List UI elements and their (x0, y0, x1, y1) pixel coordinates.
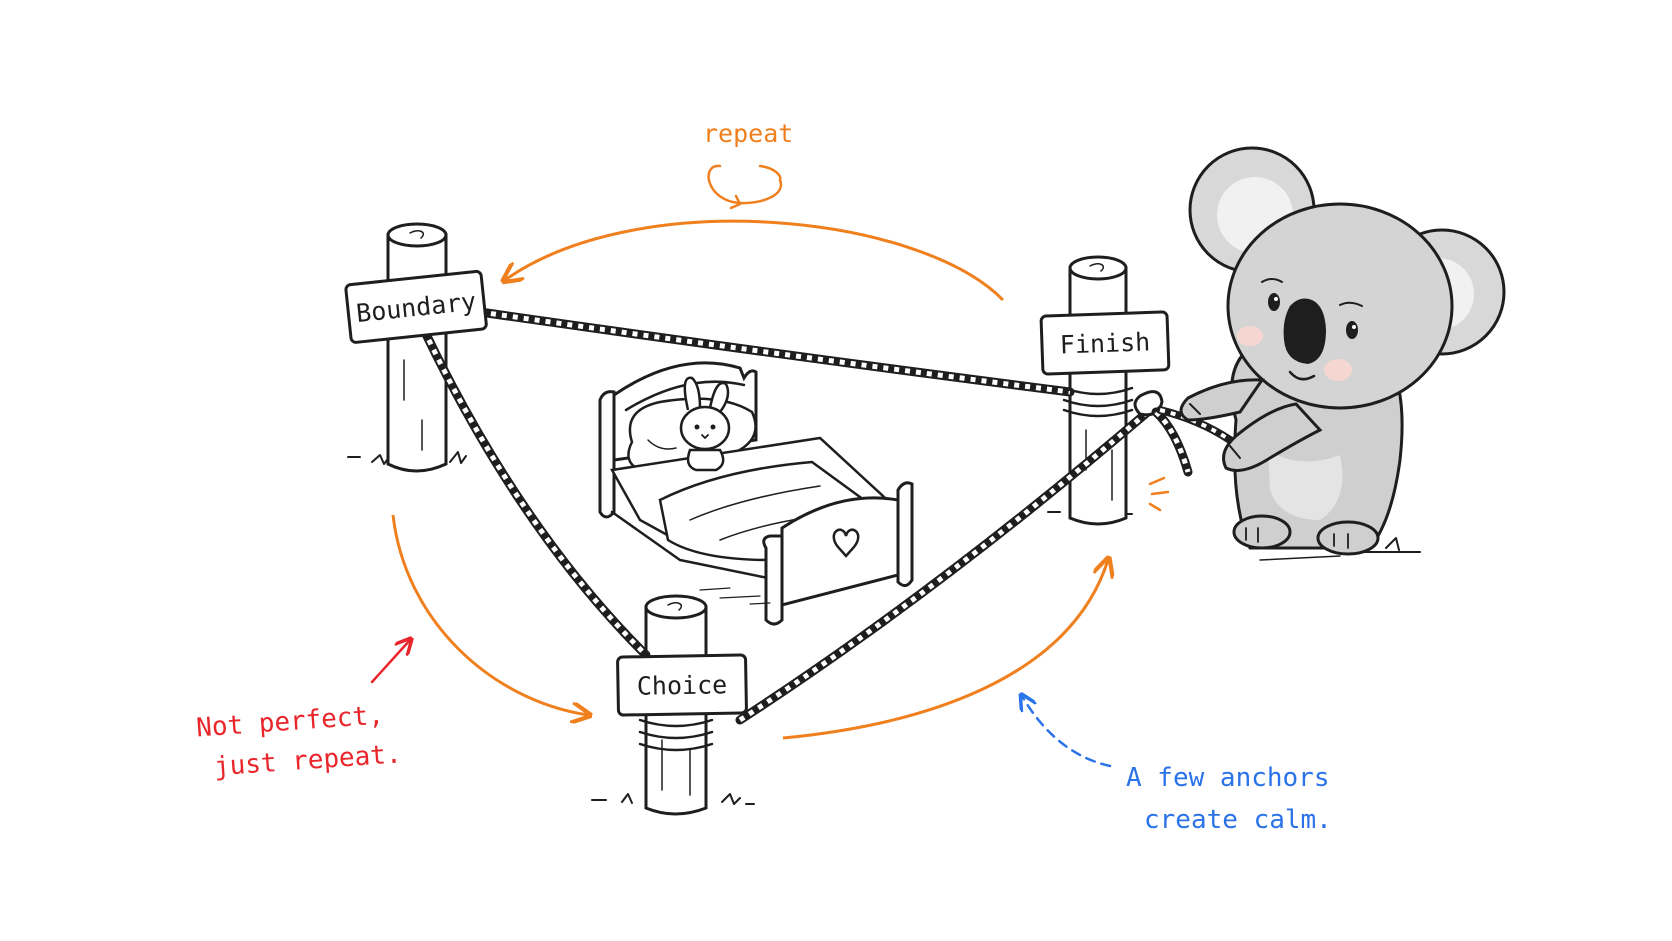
note-left-arrow (370, 640, 410, 684)
cycle-icon (707, 164, 783, 210)
bunny-icon (679, 376, 731, 472)
choice-label: Choice (637, 670, 728, 701)
rope-icon (419, 307, 1234, 752)
bed-icon (598, 361, 914, 626)
arrow-boundary-to-choice (391, 514, 588, 715)
choice-sign: Choice (616, 653, 748, 717)
repeat-label: repeat (703, 119, 793, 148)
cycle-arrows (391, 219, 1108, 740)
note-right: A few anchors create calm. (1126, 763, 1345, 835)
arrow-finish-to-boundary (505, 219, 1005, 302)
finish-post (1068, 255, 1128, 526)
finish-label: Finish (1059, 327, 1150, 359)
note-right-arrow (1022, 696, 1112, 768)
heart-icon (832, 528, 860, 558)
note-left-line-1: Not perfect, (195, 700, 384, 743)
arrow-choice-to-finish (782, 560, 1108, 740)
koala-icon (1179, 146, 1506, 556)
note-left: Not perfect, just repeat. (195, 699, 403, 783)
note-right-line-1: A few anchors (1126, 763, 1330, 793)
note-right-line-2: create calm. (1144, 805, 1332, 835)
finish-sign: Finish (1039, 310, 1171, 376)
note-left-line-2: just repeat. (213, 739, 402, 782)
boundary-sign: Boundary (344, 269, 488, 344)
